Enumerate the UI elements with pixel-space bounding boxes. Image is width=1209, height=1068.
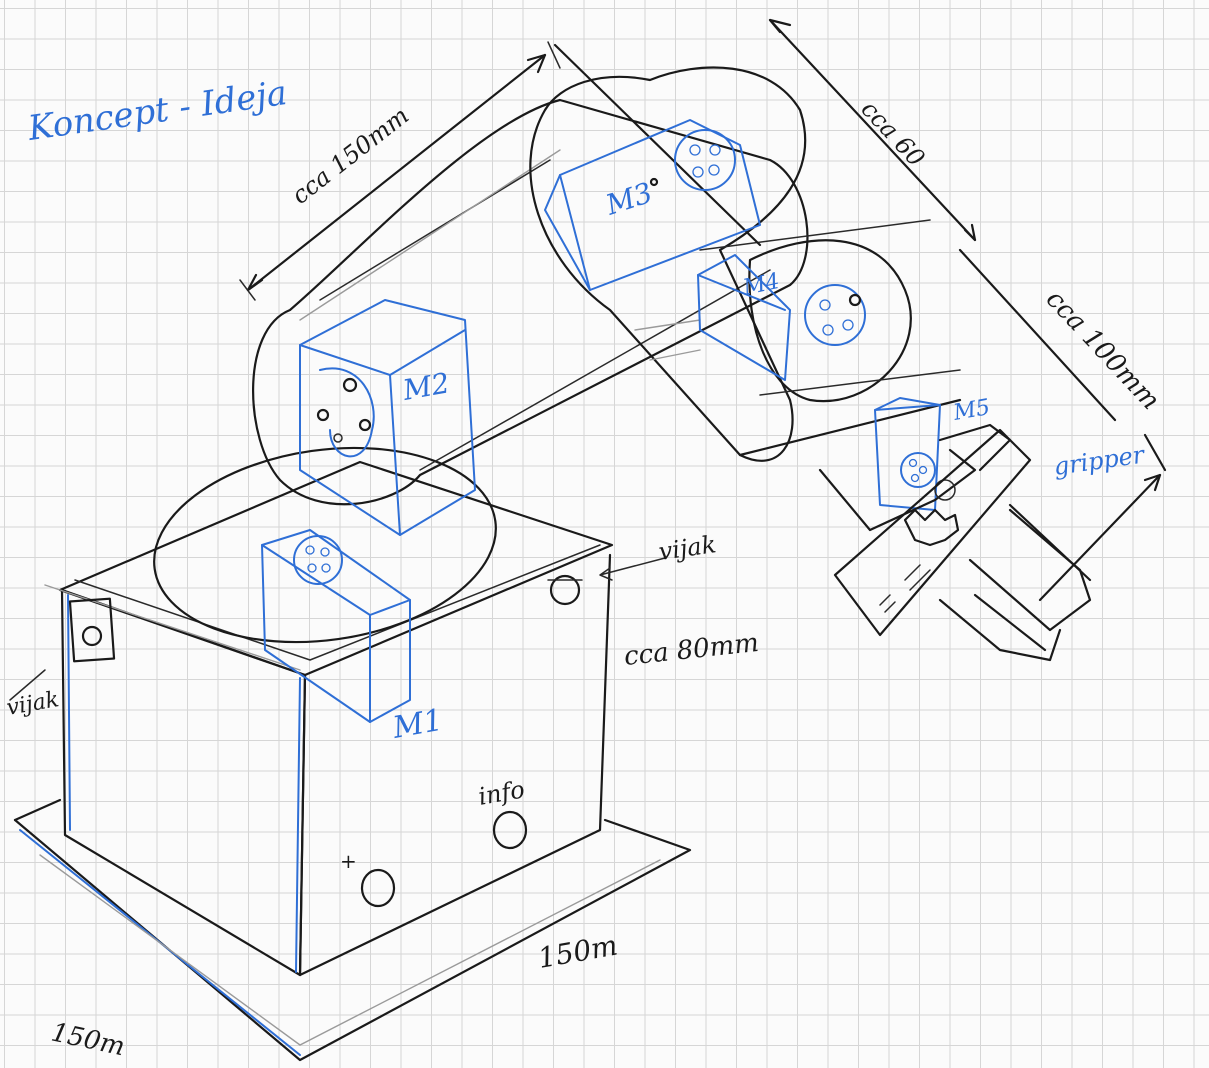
gripper-label: gripper bbox=[1052, 440, 1147, 481]
motor-m2-label: M2 bbox=[400, 366, 452, 407]
forearm-width-label: cca 60 bbox=[856, 95, 931, 172]
motor-m4-housing bbox=[697, 254, 791, 381]
turntable bbox=[153, 446, 497, 644]
arm-length-label: cca 150mm bbox=[286, 101, 414, 209]
base-width-right-label: 150m bbox=[535, 929, 620, 975]
screw-label-right: vijak bbox=[657, 530, 718, 566]
plus-button bbox=[360, 868, 396, 908]
screw-label-left: vijak bbox=[5, 687, 61, 721]
base-box bbox=[13, 446, 692, 1062]
plus-label: + bbox=[340, 849, 357, 873]
upper-arm bbox=[239, 41, 809, 536]
info-button bbox=[492, 810, 528, 850]
left-screw-plate bbox=[68, 597, 116, 663]
screw-arrow-right bbox=[599, 557, 666, 581]
gripper-plate bbox=[833, 428, 1032, 637]
height-label: cca 80mm bbox=[623, 628, 761, 672]
screw-arrow-left bbox=[9, 669, 46, 701]
motor-m5-label: M5 bbox=[951, 395, 992, 426]
info-label: info bbox=[476, 775, 527, 811]
forearm-length-label: cca 100mm bbox=[1040, 284, 1165, 416]
gripper-assembly bbox=[818, 397, 1167, 662]
forearm bbox=[529, 18, 1117, 462]
motor-m3-label: M3 bbox=[601, 176, 656, 222]
motor-m2-housing bbox=[299, 299, 476, 536]
base-width-left-label: 150m bbox=[49, 1018, 128, 1063]
sketch-title: Koncept - Ideja bbox=[25, 73, 290, 149]
gear bbox=[903, 508, 960, 547]
motor-m1-housing bbox=[261, 529, 411, 723]
motor-m1-label: M1 bbox=[389, 703, 445, 746]
